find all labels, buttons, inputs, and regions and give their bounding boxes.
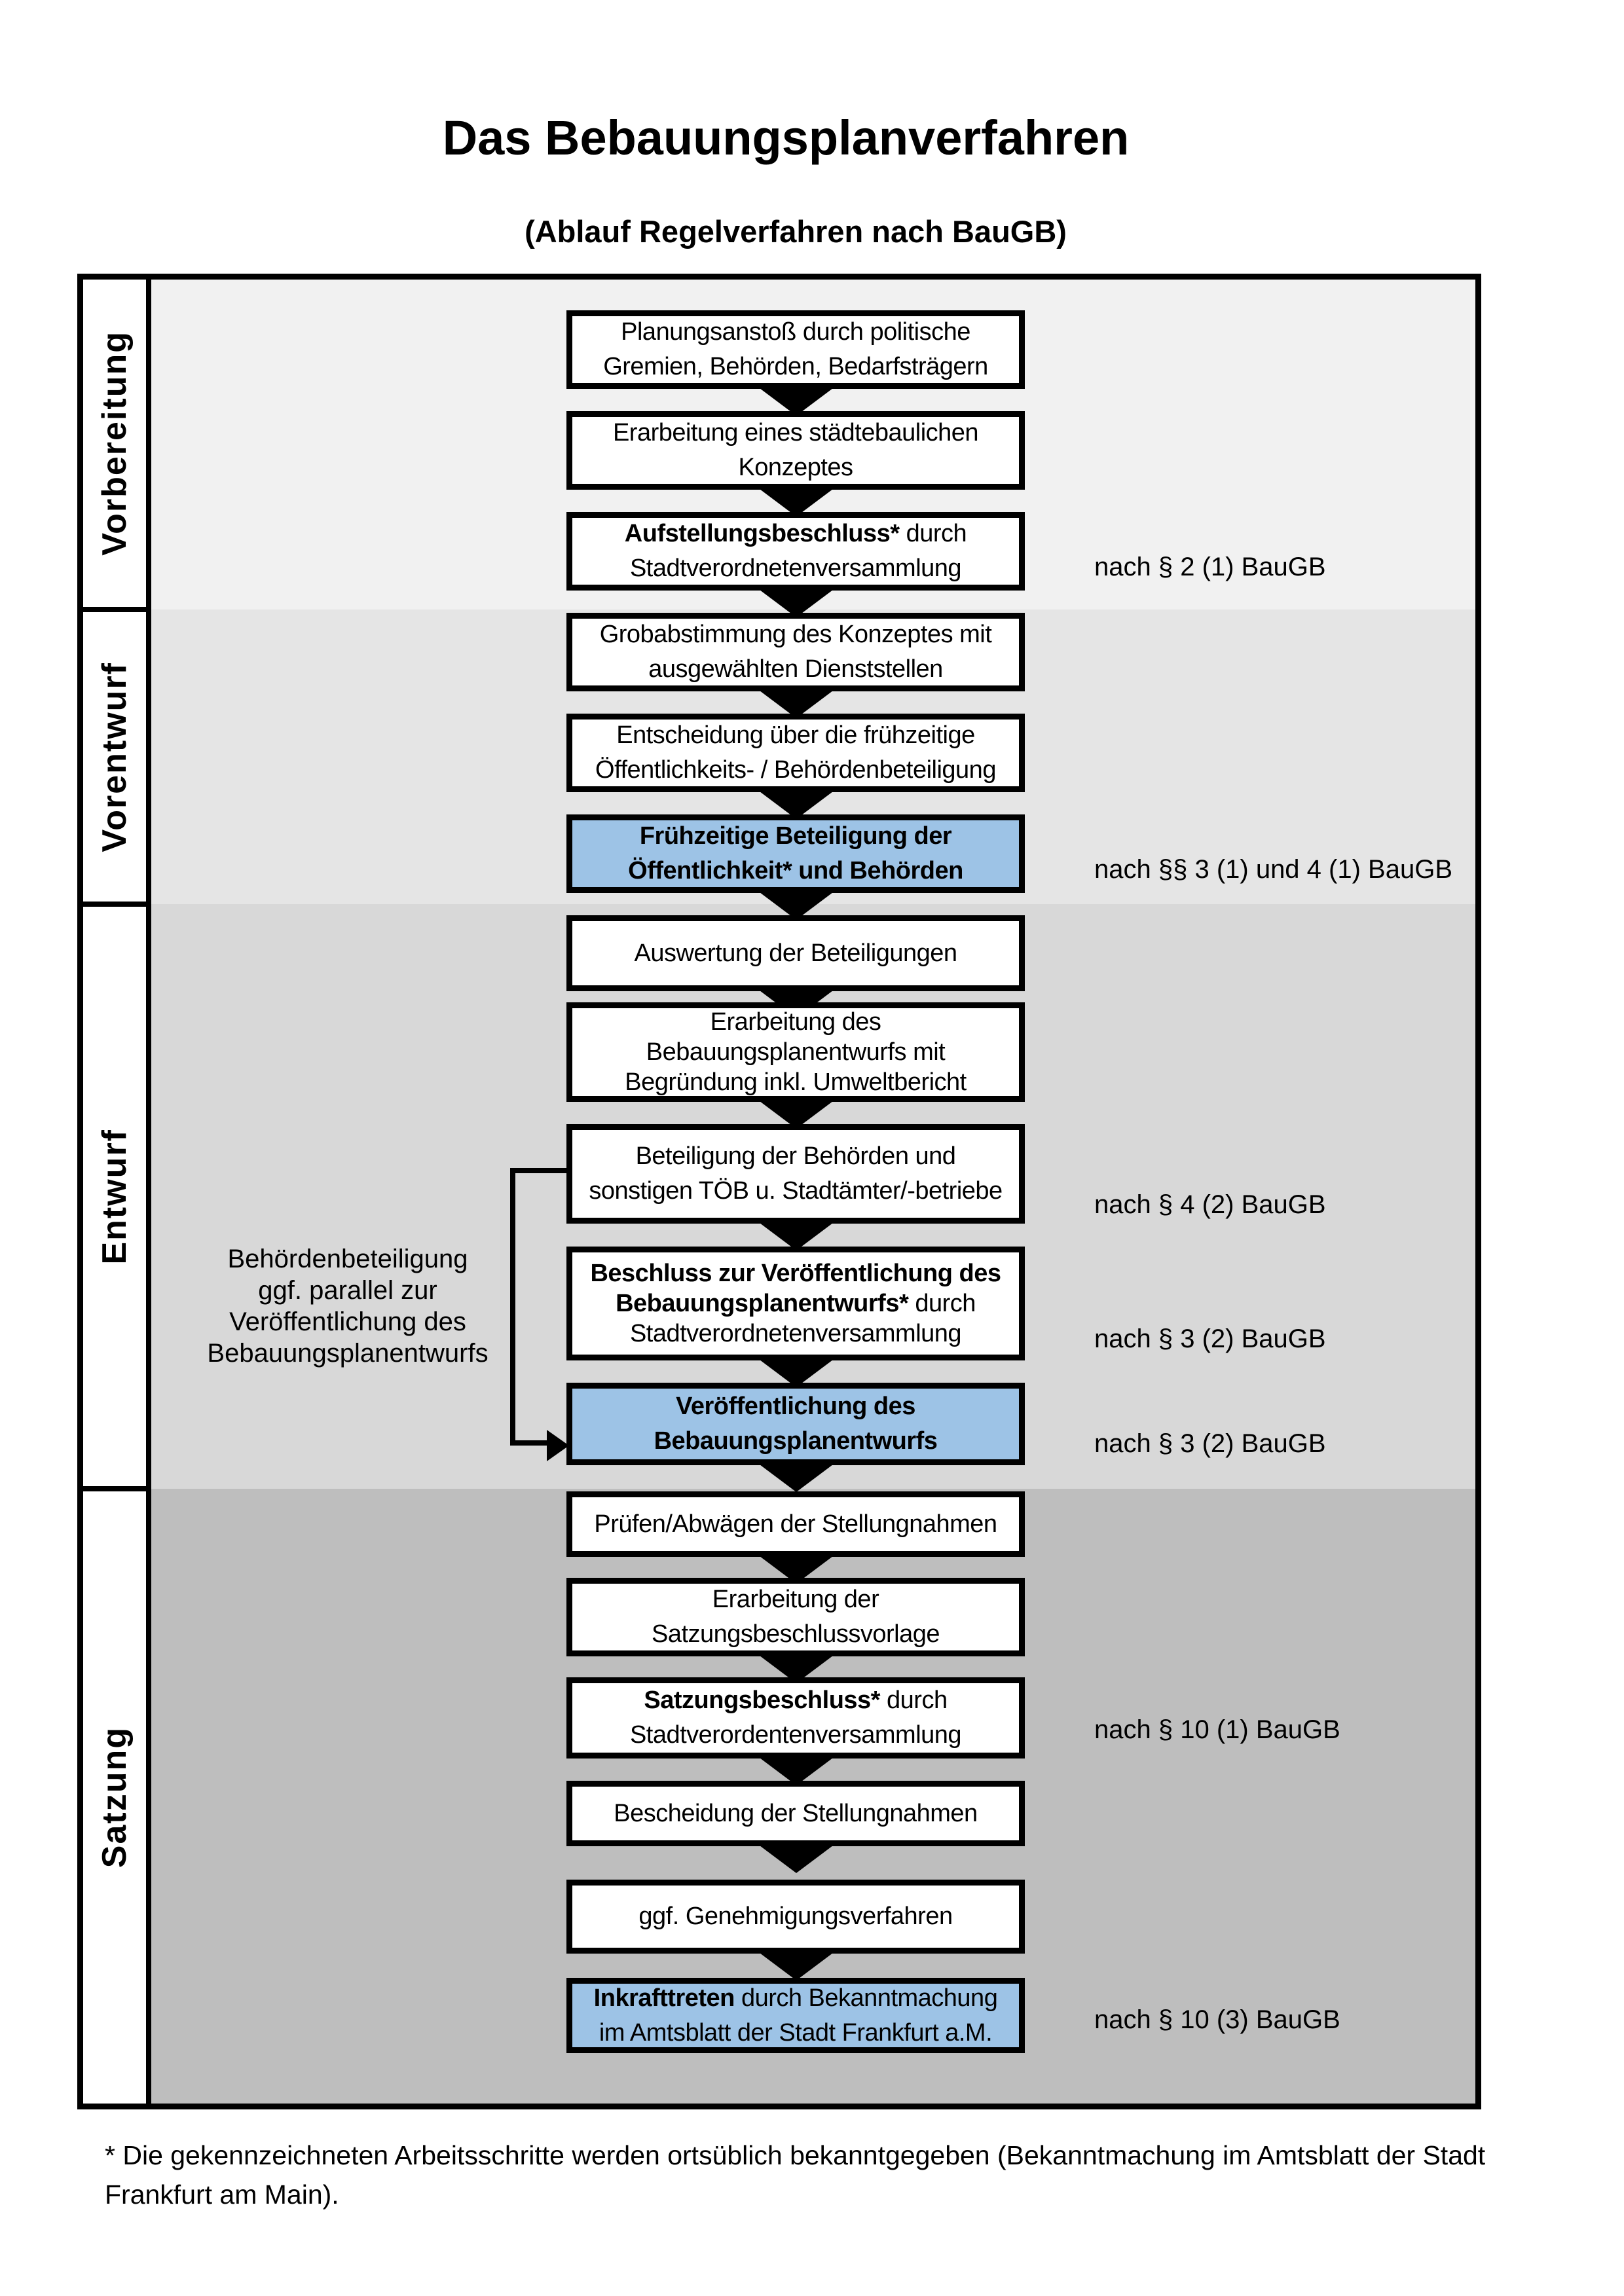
flow-arrow-down-icon (754, 1842, 838, 1873)
phase-label-satzung: Satzung (96, 1726, 134, 1868)
flow-arrow-down-icon (754, 586, 838, 617)
legal-ref-veroeffentlichung: nach § 3 (2) BauGB (1094, 1429, 1326, 1458)
flow-arrow-down-icon (754, 1219, 838, 1250)
flow-arrow-down-icon (754, 888, 838, 920)
legal-ref-aufstellungsbeschluss: nach § 2 (1) BauGB (1094, 553, 1326, 581)
phase-label-vorbereitung: Vorbereitung (96, 331, 134, 556)
legal-ref-satzungsbeschluss: nach § 10 (1) BauGB (1094, 1715, 1340, 1744)
page-subtitle: (Ablauf Regelverfahren nach BauGB) (525, 214, 1067, 249)
flow-arrow-down-icon (754, 384, 838, 416)
flow-box-behoerdenbeteiligung: Beteiligung der Behörden und sonstigen T… (566, 1124, 1025, 1224)
phase-label-column (83, 280, 146, 2104)
flow-box-erarbeitung-entwurf: Erarbeitung des Bebauungsplanentwurfs mi… (566, 1002, 1025, 1102)
flow-box-inkrafttreten: Inkrafttreten durch Bekanntmachung im Am… (566, 1978, 1025, 2053)
flow-box-entscheidung-beteiligung: Entscheidung über die frühzeitige Öffent… (566, 714, 1025, 792)
flow-arrow-down-icon (754, 1754, 838, 1785)
flow-arrow-down-icon (754, 1097, 838, 1129)
flow-box-satzungsbeschluss: Satzungsbeschluss* durch Stadtverordente… (566, 1677, 1025, 1758)
legal-ref-veroeffentlichungsbeschluss: nach § 3 (2) BauGB (1094, 1324, 1326, 1353)
flow-arrow-down-icon (754, 1949, 838, 1980)
footnote: * Die gekennzeichneten Arbeitsschritte w… (105, 2140, 1486, 2210)
flow-box-veroeffentlichung: Veröffentlichung des Bebauungsplanentwur… (566, 1383, 1025, 1465)
flow-box-auswertung: Auswertung der Beteiligungen (566, 915, 1025, 991)
flow-arrow-down-icon (754, 788, 838, 819)
flow-box-staedtebauliches-konzept: Erarbeitung eines städtebaulichen Konzep… (566, 411, 1025, 490)
flowchart-frame: Vorbereitung Vorentwurf Entwurf Satzung … (77, 274, 1481, 2109)
phase-label-entwurf: Entwurf (96, 1128, 134, 1265)
parallel-connector-line (510, 1168, 515, 1446)
legal-ref-fruehzeitige-beteiligung: nach §§ 3 (1) und 4 (1) BauGB (1094, 855, 1452, 884)
phase-label-vorentwurf: Vorentwurf (96, 661, 134, 852)
flow-box-genehmigungsverfahren: ggf. Genehmigungsverfahren (566, 1880, 1025, 1954)
phase-row-divider (83, 607, 146, 612)
page-title: Das Bebauungsplanverfahren (442, 111, 1130, 165)
side-note-parallel-beteiligung: Behördenbeteiligung ggf. parallel zur Ve… (207, 1245, 489, 1368)
flow-box-pruefen-abwaegen: Prüfen/Abwägen der Stellungnahmen (566, 1491, 1025, 1557)
flow-box-satzungsbeschlussvorlage: Erarbeitung der Satzungsbeschlussvorlage (566, 1578, 1025, 1656)
flow-box-aufstellungsbeschluss: Aufstellungsbeschluss* durch Stadtverord… (566, 512, 1025, 591)
flow-box-planungsanstoss: Planungsanstoß durch politische Gremien,… (566, 310, 1025, 389)
flow-arrow-down-icon (754, 1461, 838, 1492)
flow-arrow-down-icon (754, 1356, 838, 1387)
flow-box-veroeffentlichungsbeschluss: Beschluss zur Veröffentlichung des Bebau… (566, 1247, 1025, 1360)
legal-ref-inkrafttreten: nach § 10 (3) BauGB (1094, 2005, 1340, 2034)
phase-row-divider (83, 902, 146, 907)
parallel-connector-line (510, 1440, 548, 1446)
flow-box-fruehzeitige-beteiligung: Frühzeitige Beteiligung der Öffentlichke… (566, 814, 1025, 893)
flow-arrow-down-icon (754, 687, 838, 718)
flow-arrow-down-icon (754, 485, 838, 517)
parallel-connector-line (510, 1168, 566, 1173)
parallel-connector-arrowhead-icon (547, 1430, 569, 1461)
flow-box-bescheidung: Bescheidung der Stellungnahmen (566, 1781, 1025, 1846)
phase-column-divider (146, 280, 151, 2104)
phase-row-divider (83, 1486, 146, 1491)
legal-ref-behoerdenbeteiligung: nach § 4 (2) BauGB (1094, 1190, 1326, 1219)
flow-box-grobabstimmung: Grobabstimmung des Konzeptes mit ausgewä… (566, 613, 1025, 691)
